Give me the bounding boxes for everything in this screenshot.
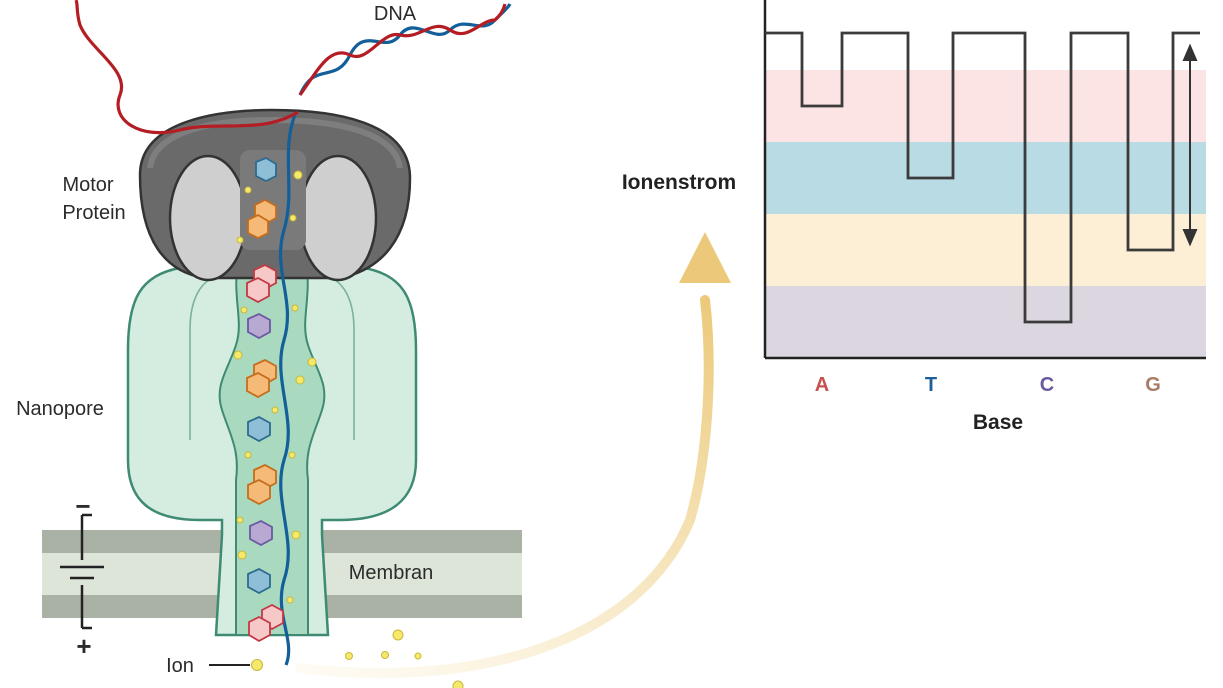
motor-protein-lobe-left [168,154,248,282]
ion-label: Ion [166,655,194,677]
nucleotide-blue-hexagon-2 [247,415,271,443]
chart-band-t [765,142,1206,214]
nucleotide-orange-hexagon-2 [247,213,269,240]
ion-label-dot [251,659,263,671]
ion-dot [381,651,389,659]
ion-dot [345,652,353,660]
membrane-label: Membran [349,562,433,584]
ion-dot [286,596,294,604]
ion-dot [307,357,317,367]
chart-band-c [765,286,1206,358]
ion-dot [236,236,244,244]
ion-dot [233,350,243,360]
ion-dot [236,516,244,524]
chart-y-label: Ionenstrom [622,171,736,194]
motor-protein [138,108,412,282]
nucleotide-orange-hexagon-6 [247,478,271,506]
nucleotide-red-hexagon-2 [246,276,270,304]
nucleotide-red-hexagon-4 [248,615,271,643]
x-tick-label-g: G [1145,374,1161,396]
motor-protein-label-line2: Protein [62,202,125,224]
ion-dot [240,306,248,314]
ion-dot [452,680,464,688]
ion-dot [271,406,279,414]
nucleotides [246,156,284,643]
ion-dot [244,451,252,459]
ion-current-chart: A T C G Ionenstrom Base [622,0,1206,434]
battery-symbol [60,513,104,630]
nucleotide-purple-hexagon [247,312,271,340]
signal-arrow-head [679,232,731,283]
motor-protein-label-line1: Motor [62,174,113,196]
dna-red-strand [74,0,299,135]
ions [233,170,464,688]
battery-minus-label: − [75,491,90,521]
nucleotide-orange-hexagon-4 [246,371,270,399]
nucleotide-blue-hexagon-3 [247,567,271,595]
ion-dot [244,186,252,194]
motor-protein-lobe-right [298,154,378,282]
x-tick-label-t: T [925,374,937,396]
ion-dot [291,530,301,540]
chart-x-label: Base [973,411,1023,434]
chart-bands [765,70,1206,358]
dna-double-helix [298,3,512,96]
signal-arrow-shaft [295,295,714,678]
signal-arrow [295,232,731,678]
motor-protein-highlight [147,116,403,169]
chart-range-arrow [1182,43,1198,247]
range-arrow-head-bottom [1182,229,1198,247]
ion-dot [291,304,299,312]
ion-dot [237,550,247,560]
x-tick-label-a: A [815,374,829,396]
range-arrow-head-top [1182,43,1198,61]
nucleotide-blue-hexagon [255,156,277,183]
ion-dot [414,652,422,660]
x-tick-label-c: C [1040,374,1054,396]
nanopore-channel [218,257,326,636]
ion-dot [288,451,296,459]
nanopore [126,257,418,637]
dna-single-strand [279,111,298,666]
nanopore-label: Nanopore [16,398,104,420]
ion-dot [392,629,404,641]
ion-dot [289,214,297,222]
ion-dot [293,170,303,180]
ion-dot [295,375,305,385]
battery-plus-label: + [76,631,91,661]
dna-helix-red [298,3,507,96]
dna-label: DNA [374,3,417,25]
chart-current-trace [765,31,1200,324]
nucleotide-purple-hexagon-2 [249,519,273,547]
